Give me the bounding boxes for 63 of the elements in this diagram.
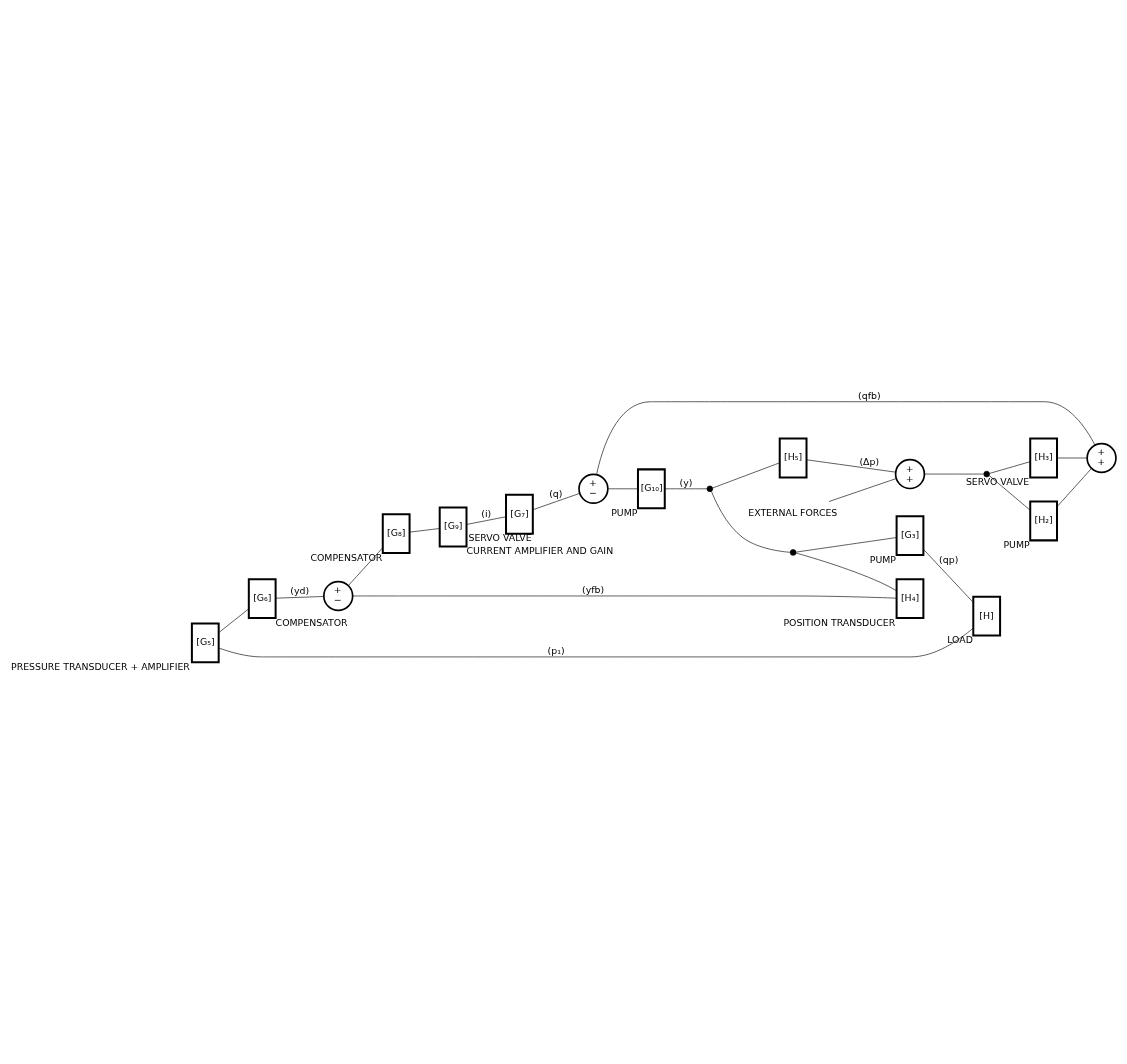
node-dot	[706, 485, 714, 493]
edge-label: (qp)	[939, 554, 959, 566]
node-label: PUMP	[869, 553, 897, 565]
node-box: [G₇]	[505, 493, 534, 535]
connector	[607, 488, 639, 490]
edge-label: (yd)	[290, 585, 310, 597]
node-label: COMPENSATOR	[310, 551, 383, 563]
node-circle: + −	[323, 580, 354, 612]
node-dot	[983, 470, 990, 478]
edge-label: (qfb)	[858, 390, 881, 402]
node-box: [G₆]	[247, 578, 277, 620]
edge-label: (q)	[549, 487, 563, 499]
node-label: PUMP	[1003, 538, 1030, 550]
connector	[409, 528, 440, 533]
connector	[664, 488, 708, 490]
node-box: [H₄]	[895, 578, 925, 620]
connector	[218, 627, 974, 658]
node-label: CURRENT AMPLIFIER AND GAIN	[466, 544, 614, 556]
node-box: [H]	[972, 595, 1002, 637]
connector	[218, 608, 250, 633]
connector	[352, 595, 897, 599]
node-box: [G₉]	[438, 506, 468, 548]
connector	[466, 516, 507, 525]
connector	[795, 537, 897, 553]
node-box: [G₅]	[190, 622, 220, 664]
edge-label: (p₁)	[547, 645, 565, 657]
connector	[828, 478, 897, 502]
node-box: [G₃]	[895, 515, 925, 557]
node-box: [H₅]	[778, 437, 808, 479]
node-label: PRESSURE TRANSDUCER + AMPLIFIER	[11, 660, 190, 672]
node-box: [G₁₀]	[636, 468, 666, 510]
connector	[712, 462, 780, 489]
node-label: SERVO VALVE	[965, 475, 1030, 487]
connector	[988, 475, 1031, 511]
connector	[596, 401, 1096, 475]
node-label: SERVO VALVE	[468, 532, 532, 544]
edge-label: (y)	[679, 477, 693, 489]
node-label: LOAD	[947, 633, 973, 645]
node-box: [H₃]	[1029, 437, 1058, 479]
connector	[923, 549, 974, 603]
node-circle: + +	[894, 458, 926, 490]
connector	[924, 473, 984, 475]
node-circle: + −	[578, 473, 609, 505]
connector	[532, 493, 580, 511]
connector	[1056, 457, 1088, 459]
node-text: EXTERNAL FORCES	[748, 507, 838, 519]
edge-label: (i)	[481, 508, 492, 520]
node-box: [G₈]	[381, 513, 411, 555]
connector	[806, 459, 896, 473]
connector	[275, 596, 324, 599]
node-label: COMPENSATOR	[275, 616, 348, 628]
node-label: PUMP	[611, 506, 638, 518]
node-circle: + +	[1086, 442, 1117, 474]
connector	[795, 552, 897, 592]
node-label: POSITION TRANSDUCER	[783, 616, 896, 628]
connector	[348, 547, 383, 586]
connector	[711, 490, 791, 553]
node-dot	[789, 549, 797, 556]
edge-label: (yfb)	[582, 584, 605, 596]
connector	[1056, 468, 1092, 507]
connector	[989, 461, 1031, 474]
edge-label: (Δp)	[859, 455, 880, 467]
node-box: [H₂]	[1029, 500, 1058, 542]
